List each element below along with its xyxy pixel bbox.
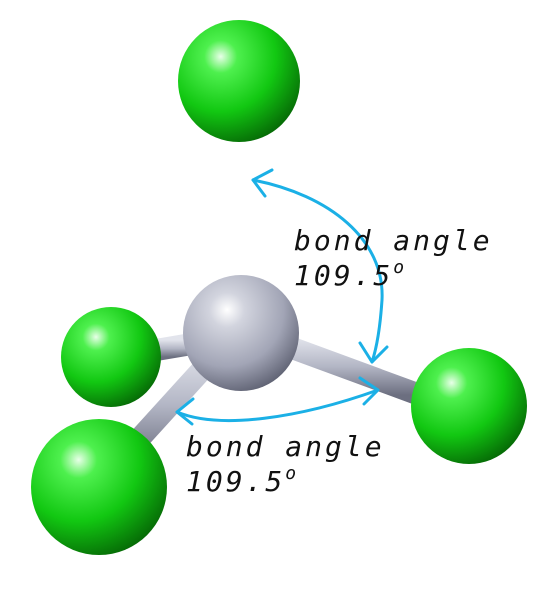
angle-arc bbox=[251, 178, 384, 364]
chlorine-atom-right bbox=[411, 348, 527, 464]
bond-angle-label-text: bond angle bbox=[186, 430, 385, 463]
degree-unit: o bbox=[393, 257, 407, 278]
chlorine-atom-bottom-left bbox=[31, 419, 167, 555]
bond-angle-value: 109.5o bbox=[294, 257, 407, 292]
bond-angle-label-lower: bond angle 109.5o bbox=[186, 430, 385, 498]
angle-arc bbox=[175, 388, 380, 423]
green-sphere-icon bbox=[178, 20, 300, 142]
bond-angle-number: 109.5 bbox=[186, 465, 285, 498]
arrowhead-right-lower-icon bbox=[358, 376, 380, 406]
chlorine-atom-top bbox=[178, 20, 300, 142]
carbon-atom-center bbox=[183, 275, 299, 391]
bond-angle-label-text: bond angle bbox=[294, 224, 493, 257]
bond-angle-label-upper: bond angle 109.5o bbox=[294, 224, 493, 292]
bond-angle-arc-upper bbox=[251, 168, 389, 364]
arrowhead-left-icon bbox=[175, 397, 195, 426]
grey-sphere-icon bbox=[183, 275, 299, 391]
bond-angle-number: 109.5 bbox=[294, 259, 393, 292]
arrowhead-top-icon bbox=[251, 168, 274, 198]
chlorine-atom-left bbox=[61, 307, 161, 407]
bond-angle-value: 109.5o bbox=[186, 463, 299, 498]
green-sphere-icon bbox=[61, 307, 161, 407]
green-sphere-icon bbox=[411, 348, 527, 464]
degree-unit: o bbox=[285, 463, 299, 484]
arrowhead-right-icon bbox=[358, 341, 389, 364]
bond-angle-arc-lower bbox=[175, 376, 380, 426]
green-sphere-icon bbox=[31, 419, 167, 555]
